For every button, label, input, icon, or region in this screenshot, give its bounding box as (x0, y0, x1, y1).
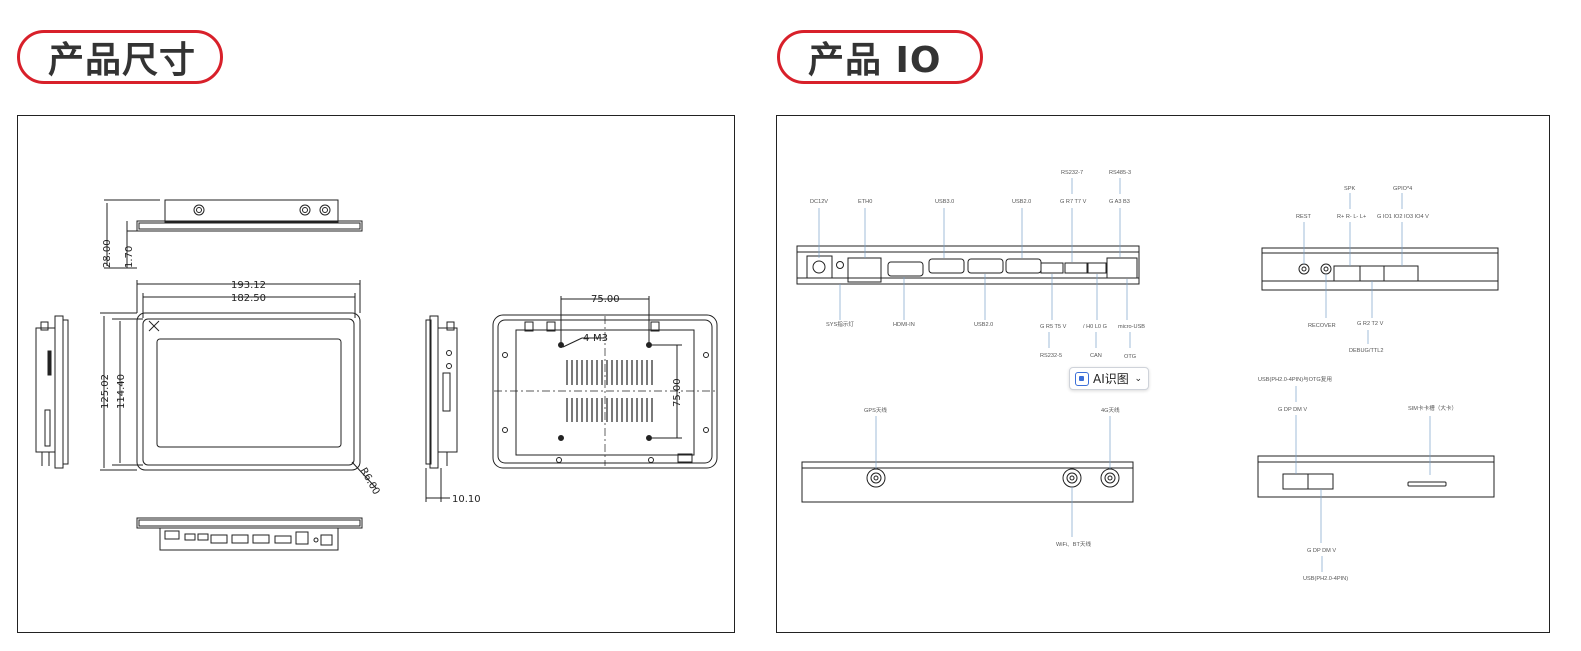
spk-label: SPK (1344, 186, 1355, 192)
rs232-7-pins: G R7 T7 V (1060, 199, 1087, 205)
io-frame (776, 115, 1550, 633)
sys-led-label: SYS指示灯 (826, 320, 854, 328)
micro-usb-label: micro-USB (1118, 324, 1145, 330)
corner-radius-label: R6.00 (357, 466, 381, 497)
hole-spacing-x-label: 75.00 (591, 294, 620, 305)
dimensions-title-pill: 产品尺寸 (17, 30, 223, 84)
io-antenna-panel (801, 461, 1134, 503)
rear-vent-slots (566, 360, 653, 422)
rest-label: REST (1296, 214, 1312, 220)
top-view (104, 199, 363, 269)
ai-scan-icon (1075, 371, 1089, 386)
right-side-view (425, 315, 458, 502)
inner-height-label: 114.40 (116, 374, 127, 409)
rs485-3-pins: G A3 B3 (1109, 199, 1130, 205)
depth-label: 10.10 (452, 494, 481, 505)
eth0-label: ETH0 (858, 199, 872, 205)
usb20-a-label: USB2.0 (1012, 199, 1031, 205)
height-label: 28.00 (102, 239, 113, 268)
mount-screws-label: 4-M3 (583, 333, 608, 344)
sim-slot-label: SIM卡卡槽（大卡） (1408, 404, 1457, 412)
dc12v-label: DC12V (810, 199, 828, 205)
wifi-antenna-label: WiFi、BT天线 (1056, 540, 1092, 548)
bezel-label: 1.70 (124, 246, 135, 268)
usb20-b-label: USB2.0 (974, 322, 993, 328)
gpio-label: GPIO*4 (1393, 186, 1412, 192)
bottom-view (136, 517, 363, 551)
left-side-view (35, 315, 69, 469)
io-side-leaders (1295, 386, 1431, 572)
front-view (100, 280, 377, 489)
hdmi-label: HDMI-IN (893, 322, 915, 328)
io-top-panel (796, 245, 1140, 285)
rs232-7-label: RS232-7 (1061, 170, 1083, 176)
hole-spacing-y-label: 75.00 (672, 378, 683, 407)
ai-recognize-label: AI识图 (1093, 372, 1129, 386)
rs485-3-label: RS485-3 (1109, 170, 1131, 176)
otg-label: OTG (1124, 354, 1136, 360)
usb-otg-pins: G DP DM V (1278, 407, 1307, 413)
outer-height-label: 125.02 (100, 374, 111, 409)
usb-pins: G DP DM V (1307, 548, 1336, 554)
usb30-label: USB3.0 (935, 199, 954, 205)
gps-antenna-label: GPS天线 (864, 406, 887, 414)
io-side-panel (1257, 455, 1495, 498)
usb-label: USB(PH2.0-4PIN) (1303, 576, 1348, 582)
rs232-5-pins: G R5 T5 V (1040, 324, 1067, 330)
debug-pins: G R2 T2 V (1357, 321, 1384, 327)
io-title-pill: 产品 IO (777, 30, 983, 84)
spk-pins: R+ R- L- L+ (1337, 214, 1366, 220)
gpio-pins: G IO1 IO2 IO3 IO4 V (1377, 214, 1429, 220)
inner-width-label: 182.50 (231, 293, 266, 304)
usb-otg-label: USB(PH2.0-4PIN)与OTG复用 (1258, 375, 1332, 383)
can-label: CAN (1090, 353, 1102, 359)
dimensions-title: 产品尺寸 (48, 40, 197, 81)
rear-view (492, 296, 718, 469)
io-top-leaders (818, 178, 1131, 348)
recover-label: RECOVER (1308, 323, 1336, 329)
lte-antenna-label: 4G天线 (1101, 406, 1120, 414)
io-right-panel (1261, 247, 1499, 291)
ai-recognize-button[interactable]: AI识图 ⌄ (1069, 367, 1149, 390)
io-title: 产品 IO (808, 40, 942, 81)
outer-width-label: 193.12 (231, 280, 266, 291)
io-right-leaders (1303, 193, 1403, 344)
chevron-down-icon: ⌄ (1134, 373, 1142, 384)
io-antenna-leaders (875, 416, 1111, 537)
can-pins: / H0 L0 G (1083, 324, 1107, 330)
rs232-5-label: RS232-5 (1040, 353, 1062, 359)
debug-label: DEBUG/TTL2 (1349, 348, 1384, 354)
